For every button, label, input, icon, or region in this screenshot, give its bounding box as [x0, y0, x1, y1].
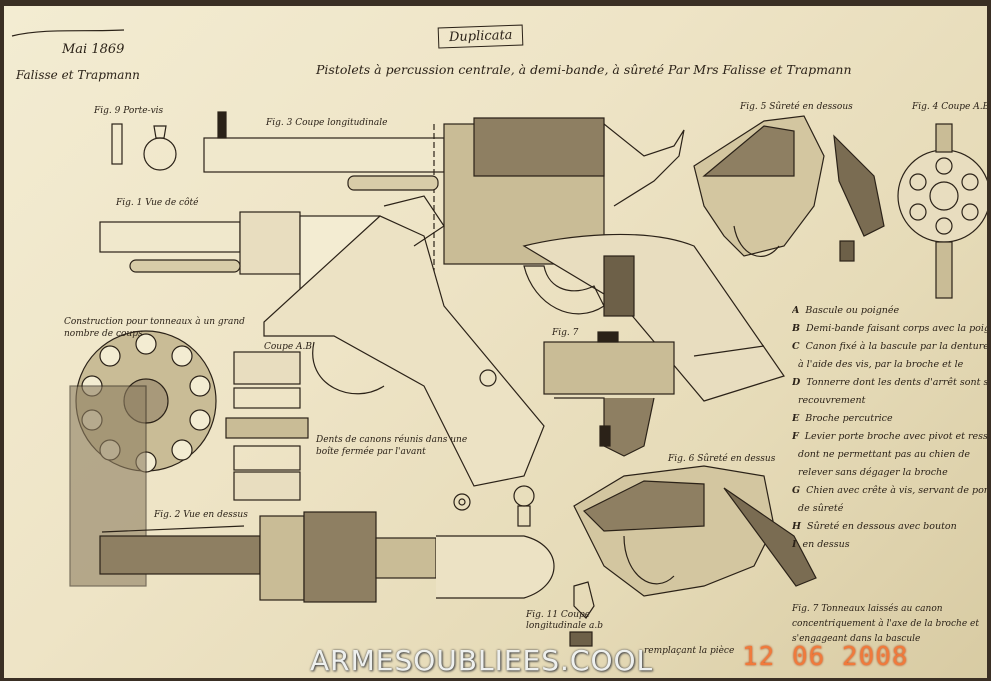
legend-text: Demi-bande faisant corps avec la poignée [806, 323, 987, 334]
legend-text: dont ne permettant pas au chien de [798, 449, 971, 460]
legend-letter: A [792, 305, 800, 316]
fig4-label: Fig. 4 Coupe A.B. [912, 102, 987, 112]
legend-row: B Demi-bande faisant corps avec la poigné… [792, 320, 987, 338]
fig7-mechanism [543, 341, 675, 395]
legend-row: F Levier porte broche avec pivot et resso… [792, 428, 987, 446]
legend-text: à l'aide des vis, par la broche et le [798, 359, 964, 370]
fig3-barrel [203, 137, 445, 173]
legend-letter: C [792, 341, 800, 352]
legend-text: de sûreté [798, 503, 844, 514]
coupe-ab-label: Coupe A.B [264, 342, 313, 352]
legend-text: relever sans dégager la broche [798, 467, 948, 478]
legend-text: recouvrement [798, 395, 866, 406]
legend-row: recouvrement [792, 392, 987, 410]
legend-row: G Chien avec crête à vis, servant de port… [792, 482, 987, 500]
fig9-label: Fig. 9 Porte-vis [94, 106, 164, 116]
fig9-screw-shape [111, 123, 123, 165]
camera-date-stamp: 12 06 2008 [742, 642, 909, 672]
fig3-grip [522, 233, 785, 402]
legend-row: à l'aide des vis, par la broche et le [792, 356, 987, 374]
fig1-barrel [99, 221, 241, 253]
legend-text: en dessus [802, 539, 850, 550]
header-scribble [11, 29, 125, 37]
legend-text: Canon fixé à la bascule par la denture [805, 341, 987, 352]
legend-row: C Canon fixé à la bascule par la denture [792, 338, 987, 356]
legend-letter: D [792, 377, 801, 388]
legend-text: Chien avec crête à vis, servant de porte [806, 485, 987, 496]
legend-letter: E [792, 413, 800, 424]
duplicata-stamp: Duplicata [437, 24, 524, 49]
legend-text: Broche percutrice [805, 413, 893, 424]
patent-drawing-sheet: Mai 1869 Falisse et Trapmann Duplicata P… [4, 6, 987, 678]
fig5-label: Fig. 5 Sûreté en dessous [740, 102, 853, 112]
legend-text: Tonnerre dont les dents d'arrêt sont sur… [806, 377, 987, 388]
site-watermark: ARMESOUBLIEES.COOL [310, 644, 654, 677]
document-title: Pistolets à percussion centrale, à demi-… [316, 62, 852, 77]
fig1-label: Fig. 1 Vue de côté [116, 198, 199, 208]
fig7-label: Fig. 7 [552, 328, 579, 338]
fig4-cylinder [897, 149, 987, 243]
legend-row: de sûreté [792, 500, 987, 518]
fig1-grip [263, 215, 545, 487]
fig2-barrel [99, 535, 261, 575]
legend-row: A Bascule ou poignée [792, 302, 987, 320]
legend-row: E Broche percutrice [792, 410, 987, 428]
legend-text: Sûreté en dessous avec bouton [806, 521, 957, 532]
legend-letter: I [792, 539, 797, 550]
legend-letter: B [792, 323, 801, 334]
fig11-label: Fig. 11 Coupe longitudinale a.b [526, 610, 604, 631]
fig6-label: Fig. 6 Sûreté en dessus [668, 454, 776, 464]
fig7-note: Fig. 7 Tonneaux laissés au canon concent… [792, 604, 979, 644]
fig-note-secondary: remplaçant la pièce [644, 646, 735, 656]
legend-letter: G [792, 485, 801, 496]
fig9-ring-shape [143, 137, 177, 171]
fig2-label: Fig. 2 Vue en dessus [154, 510, 248, 520]
fig2-description: Dents de canons réunis dans une boîte fe… [316, 435, 468, 457]
legend-row: H Sûreté en dessous avec bouton [792, 518, 987, 536]
legend-row: dont ne permettant pas au chien de [792, 446, 987, 464]
legend-letter: H [792, 521, 801, 532]
legend-row: relever sans dégager la broche [792, 464, 987, 482]
technical-drawing [11, 29, 987, 647]
document-date: Mai 1869 [62, 42, 125, 57]
legend-letter: F [792, 431, 799, 442]
signature: Falisse et Trapmann [16, 68, 140, 82]
legend-text: Levier porte broche avec pivot et ressor… [804, 431, 987, 442]
fig3-label: Fig. 3 Coupe longitudinale [266, 118, 388, 128]
coupe-ab-top [233, 351, 301, 385]
legend-row: D Tonnerre dont les dents d'arrêt sont su… [792, 374, 987, 392]
legend-text: Bascule ou poignée [805, 305, 900, 316]
construction-label: Construction pour tonneaux à un grand no… [64, 317, 245, 339]
